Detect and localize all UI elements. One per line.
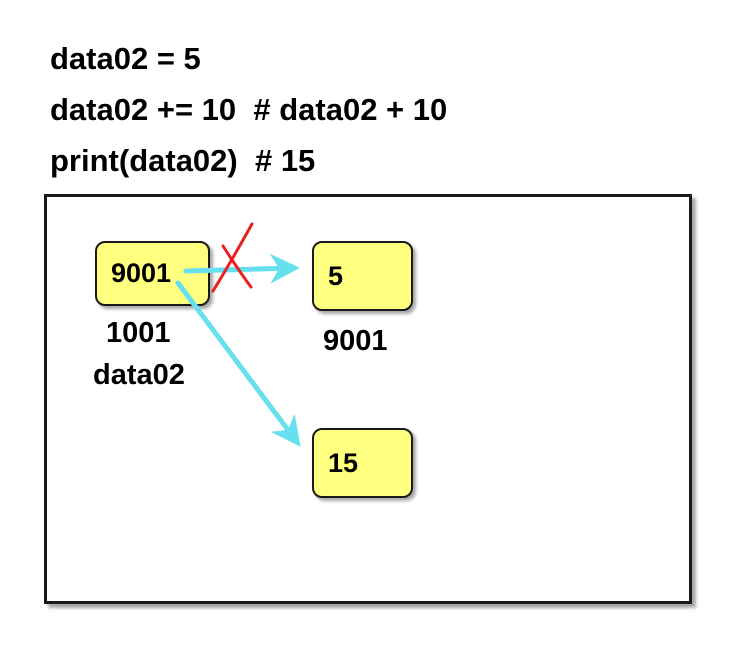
variable-name-label: data02 — [93, 359, 185, 391]
object-old-cell: 5 — [312, 241, 413, 311]
variable-address-label: 1001 — [106, 317, 171, 349]
object-new-value: 15 — [328, 447, 359, 478]
object-old-value: 5 — [328, 260, 344, 291]
code-line-augmented-assignment: data02 += 10 # data02 + 10 — [50, 92, 448, 127]
variable-cell: 9001 — [95, 241, 210, 306]
object-old-address-label: 9001 — [323, 325, 388, 357]
code-line-assignment: data02 = 5 — [50, 41, 201, 76]
variable-cell-value: 9001 — [111, 258, 172, 288]
object-new-cell: 15 — [312, 428, 413, 498]
code-line-print: print(data02) # 15 — [50, 143, 316, 178]
